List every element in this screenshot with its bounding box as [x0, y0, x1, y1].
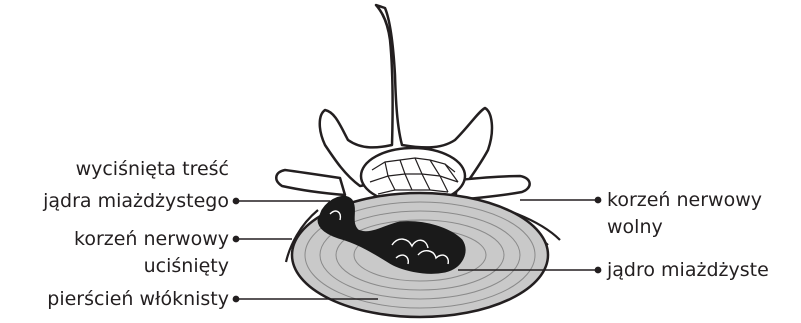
- label-annulus: pierścień włóknisty: [47, 288, 229, 310]
- label-compressed-root-line2: uciśnięty: [144, 255, 229, 277]
- label-compressed-root-line1: korzeń nerwowy: [74, 228, 229, 250]
- label-nucleus: jądro miażdżyste: [607, 259, 769, 281]
- label-free-root-line2: wolny: [607, 216, 663, 238]
- label-free-root-line1: korzeń nerwowy: [607, 189, 762, 211]
- label-extruded-content-line1: wyciśnięta treść: [76, 158, 229, 180]
- label-extruded-content-line2: jądra miażdżystego: [43, 190, 229, 212]
